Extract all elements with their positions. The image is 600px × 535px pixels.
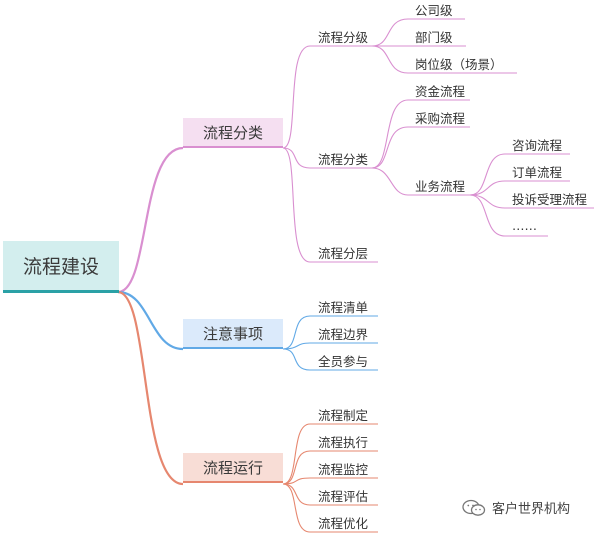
edge-run-optimize — [282, 483, 378, 533]
node-level[interactable]: 流程分级 — [318, 30, 369, 45]
edge-run-make — [282, 423, 378, 485]
edge-notes-list — [282, 315, 378, 350]
edge-type-purchase — [371, 126, 470, 169]
edge-business-order — [469, 180, 570, 196]
edge-root-run — [117, 290, 184, 486]
node-make[interactable]: 流程制定 — [318, 408, 369, 423]
branch-notes[interactable]: 注意事项 — [183, 319, 283, 349]
watermark: 客户世界机构 — [462, 498, 570, 517]
node-complaint[interactable]: 投诉受理流程 — [512, 192, 588, 207]
branch-classify[interactable]: 流程分类 — [183, 118, 283, 148]
node-dept[interactable]: 部门级 — [415, 30, 453, 45]
node-type[interactable]: 流程分类 — [318, 152, 369, 167]
node-all[interactable]: 全员参与 — [318, 354, 369, 369]
edge-run-exec — [282, 450, 378, 485]
edge-classify-layer — [282, 147, 378, 263]
edge-business-consult — [469, 153, 570, 196]
edge-classify-level — [282, 45, 372, 149]
branch-run[interactable]: 流程运行 — [183, 453, 283, 483]
node-consult[interactable]: 咨询流程 — [512, 138, 563, 153]
node-business[interactable]: 业务流程 — [415, 179, 466, 194]
node-exec[interactable]: 流程执行 — [318, 435, 369, 450]
node-order[interactable]: 订单流程 — [512, 165, 563, 180]
root-node[interactable]: 流程建设 — [3, 241, 119, 293]
edge-business-more — [469, 194, 548, 237]
edge-type-fund — [371, 99, 470, 169]
edge-level-company — [371, 18, 465, 47]
edge-root-classify — [117, 146, 184, 294]
node-fund[interactable]: 资金流程 — [415, 84, 466, 99]
edge-run-monitor — [282, 477, 378, 485]
edge-run-eval — [282, 483, 378, 506]
edge-notes-border — [282, 342, 378, 350]
node-eval[interactable]: 流程评估 — [318, 489, 369, 504]
node-monitor[interactable]: 流程监控 — [318, 462, 369, 477]
node-company[interactable]: 公司级 — [415, 3, 453, 18]
edge-business-complaint — [469, 194, 594, 209]
node-optimize[interactable]: 流程优化 — [318, 516, 369, 531]
node-layer[interactable]: 流程分层 — [318, 246, 369, 261]
node-border[interactable]: 流程边界 — [318, 327, 369, 342]
node-post[interactable]: 岗位级（场景） — [415, 57, 503, 72]
node-purchase[interactable]: 采购流程 — [415, 111, 466, 126]
node-more[interactable]: …… — [512, 218, 537, 233]
edge-classify-type — [282, 147, 372, 169]
wechat-icon — [462, 499, 486, 516]
node-list[interactable]: 流程清单 — [318, 300, 369, 315]
edge-type-business — [371, 167, 470, 196]
edge-notes-all — [282, 348, 378, 371]
edge-root-notes — [117, 290, 184, 351]
edge-level-post — [371, 45, 517, 74]
watermark-text: 客户世界机构 — [492, 502, 571, 517]
